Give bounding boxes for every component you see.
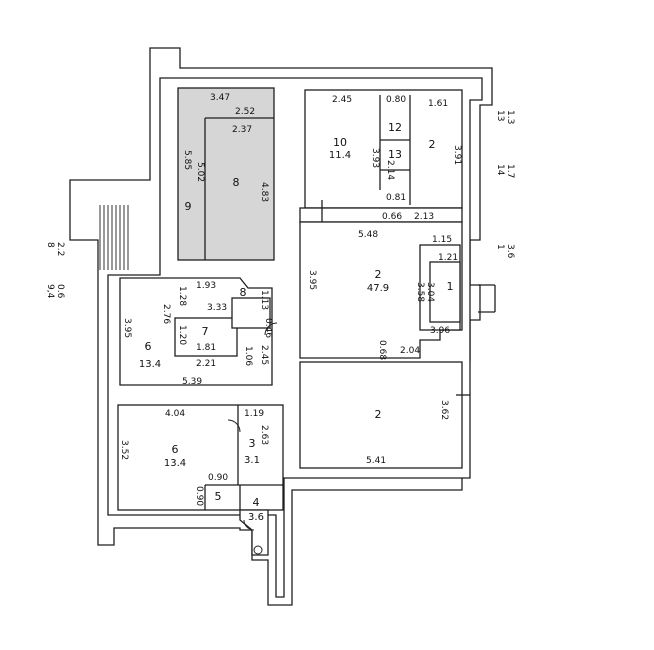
dim-label: 5.85 bbox=[182, 150, 192, 170]
side-label: 8 bbox=[45, 242, 55, 248]
dim-label: 1.15 bbox=[432, 235, 452, 245]
room-12-number: 10 bbox=[333, 136, 347, 149]
room-1-number: 1 bbox=[447, 280, 454, 293]
room-9-number: 8 bbox=[240, 286, 247, 299]
dim-label: 3.93 bbox=[370, 148, 380, 168]
dim-label: 2.13 bbox=[414, 212, 434, 222]
room-6-area: 13.4 bbox=[164, 458, 186, 469]
dim-label: 3.95 bbox=[122, 318, 132, 338]
dim-label: 0.81 bbox=[386, 193, 406, 203]
dim-label: 3.33 bbox=[207, 303, 227, 313]
side-label: 0.6 bbox=[55, 284, 65, 299]
dim-label: 3.04 bbox=[425, 282, 435, 302]
dim-label: 0.68 bbox=[377, 340, 387, 360]
dim-label: 2.52 bbox=[235, 107, 255, 117]
room-2-number: 2 bbox=[375, 408, 382, 421]
room-13-number: 12 bbox=[388, 121, 402, 134]
side-label: 2.2 bbox=[55, 242, 65, 256]
room-3-area: 3.1 bbox=[244, 455, 260, 466]
dim-label: 2.14 bbox=[385, 160, 395, 180]
dim-label: 1.61 bbox=[428, 99, 448, 109]
dim-label: 2.76 bbox=[161, 304, 171, 324]
room-big bbox=[299, 221, 463, 359]
dim-label: 2.04 bbox=[400, 346, 420, 356]
dim-label: 3.47 bbox=[210, 93, 230, 103]
room-10-number: 8 bbox=[233, 176, 240, 189]
dim-label: 1.28 bbox=[177, 286, 187, 306]
room-6-number: 6 bbox=[172, 443, 179, 456]
dim-label: 5.41 bbox=[366, 456, 386, 466]
dim-label: 2.45 bbox=[332, 95, 352, 105]
dim-label: 5.48 bbox=[358, 230, 378, 240]
dim-label: 2.21 bbox=[196, 359, 216, 369]
dim-label: 3.62 bbox=[439, 400, 449, 420]
dim-label: 4.83 bbox=[259, 182, 269, 202]
dim-label: 1.06 bbox=[243, 346, 253, 366]
side-annotations: 13 1.3 14 1.7 1 3.6 8 2.2 9,4 0.6 bbox=[45, 110, 515, 299]
room-2-lower bbox=[299, 361, 463, 469]
dim-label: 3.91 bbox=[452, 145, 462, 165]
rooms-7-9 bbox=[119, 277, 273, 386]
dim-label: 1.19 bbox=[244, 409, 264, 419]
dim-label: 1.13 bbox=[259, 290, 269, 310]
stair-hatching bbox=[99, 205, 129, 270]
dim-label: 0.90 bbox=[208, 473, 228, 483]
side-label: 9,4 bbox=[45, 284, 55, 299]
room-12-area: 11.4 bbox=[329, 150, 351, 161]
dim-label: 0.90 bbox=[194, 486, 204, 506]
rooms-3-6 bbox=[117, 404, 284, 556]
room-big-number: 2 bbox=[375, 268, 382, 281]
dim-label: 0.66 bbox=[382, 212, 402, 222]
room-4-area: 3.6 bbox=[248, 512, 264, 523]
dim-label: 2.37 bbox=[232, 125, 252, 135]
dim-label: 2.45 bbox=[259, 345, 269, 365]
room-labels: 8 9 10 11.4 12 13 2 2 47.9 1 2 6 13.4 7 … bbox=[139, 121, 454, 523]
dim-label: 1.21 bbox=[438, 253, 458, 263]
dim-label: 1.20 bbox=[177, 325, 187, 345]
dim-label: 3.96 bbox=[430, 326, 450, 336]
side-label: 14 bbox=[495, 164, 505, 176]
dimension-labels: 3.47 2.52 2.37 5.85 5.02 4.83 2.45 0.80 … bbox=[119, 93, 462, 506]
side-label: 1 bbox=[495, 244, 505, 250]
dim-label: 5.39 bbox=[182, 377, 202, 387]
side-label: 3.6 bbox=[505, 244, 515, 259]
side-label: 13 bbox=[495, 110, 505, 121]
side-label: 1.3 bbox=[505, 110, 515, 124]
rooms-10-11 bbox=[177, 87, 275, 261]
room-14-number: 13 bbox=[388, 148, 402, 161]
room-4-number: 4 bbox=[253, 496, 260, 509]
dim-label: 1.93 bbox=[196, 281, 216, 291]
room-11-number: 9 bbox=[185, 200, 192, 213]
doors bbox=[227, 200, 496, 555]
dim-label: 3.58 bbox=[415, 282, 425, 302]
dim-label: 3.95 bbox=[307, 270, 317, 290]
rooms-12-14 bbox=[299, 89, 463, 223]
room-7-area: 13.4 bbox=[139, 359, 161, 370]
dim-label: 2.63 bbox=[259, 425, 269, 445]
room-2a-number: 2 bbox=[429, 138, 436, 151]
side-label: 1.7 bbox=[505, 164, 515, 178]
room-7-number: 6 bbox=[145, 340, 152, 353]
room-5-number: 5 bbox=[215, 490, 222, 503]
dim-label: 1.81 bbox=[196, 343, 216, 353]
dim-label: 0.80 bbox=[386, 95, 406, 105]
room-3-number: 3 bbox=[249, 437, 256, 450]
dim-label: 5.02 bbox=[195, 162, 205, 182]
room-big-area: 47.9 bbox=[367, 283, 389, 294]
room-8-number: 7 bbox=[202, 325, 209, 338]
dim-label: 3.52 bbox=[119, 440, 129, 460]
dim-label: 4.04 bbox=[165, 409, 185, 419]
dim-label: 0.46 bbox=[263, 318, 273, 338]
